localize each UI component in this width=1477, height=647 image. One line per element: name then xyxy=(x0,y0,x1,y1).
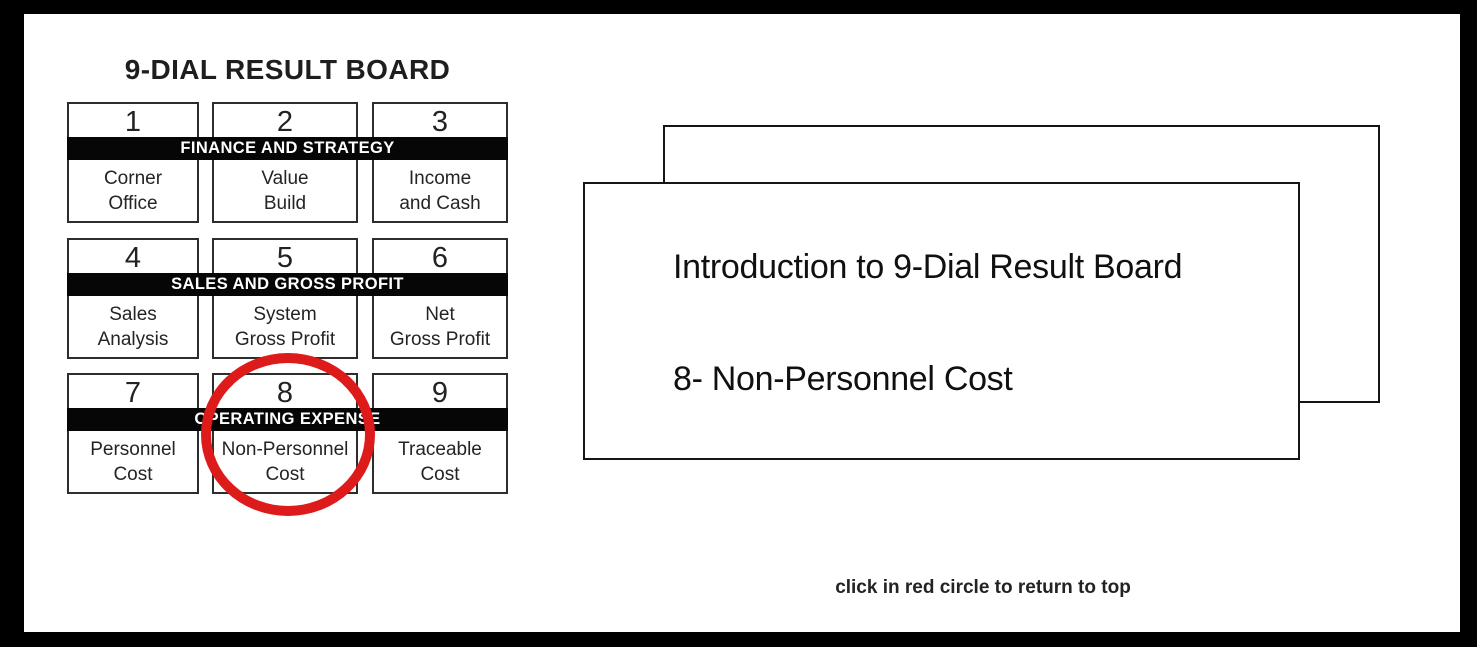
footer-instruction: click in red circle to return to top xyxy=(835,577,1131,598)
dial-cell-number: 1 xyxy=(124,106,142,138)
dial-cell-number: 9 xyxy=(431,377,449,409)
dial-cell-number: 7 xyxy=(124,377,142,409)
slide-card-front: Introduction to 9-Dial Result Board 8- N… xyxy=(583,182,1300,460)
dial-cell-label: Net Gross Profit xyxy=(389,303,491,350)
slide-subtitle: 8- Non-Personnel Cost xyxy=(673,360,1013,398)
dial-cell-4: 4 Sales Analysis xyxy=(67,238,199,359)
dial-cell-label: System Gross Profit xyxy=(234,303,336,350)
band-finance-and-strategy: FINANCE AND STRATEGY xyxy=(67,137,508,160)
dial-cell-label: Income and Cash xyxy=(399,167,481,214)
dial-cell-3: 3 Income and Cash xyxy=(372,102,508,223)
slide-title: Introduction to 9-Dial Result Board xyxy=(673,248,1183,286)
dial-cell-number: 5 xyxy=(276,242,294,274)
dial-cell-label: Corner Office xyxy=(103,167,163,214)
red-circle-highlight[interactable] xyxy=(201,353,375,516)
dial-cell-9: 9 Traceable Cost xyxy=(372,373,508,494)
dial-cell-label: Sales Analysis xyxy=(97,303,169,350)
dial-row-sales: 4 Sales Analysis 5 System Gross Profit 6… xyxy=(0,238,560,359)
dial-cell-number: 6 xyxy=(431,242,449,274)
dial-cell-7: 7 Personnel Cost xyxy=(67,373,199,494)
dial-cell-label: Value Build xyxy=(261,167,309,214)
dial-cell-label: Personnel Cost xyxy=(90,438,176,485)
dial-cell-label: Traceable Cost xyxy=(398,438,482,485)
frame-right-bar xyxy=(1460,0,1477,647)
dial-cell-5: 5 System Gross Profit xyxy=(212,238,358,359)
board-title: 9-DIAL RESULT BOARD xyxy=(124,54,451,85)
dial-cell-number: 3 xyxy=(431,106,449,138)
dial-cell-1: 1 Corner Office xyxy=(67,102,199,223)
dial-cell-number: 2 xyxy=(276,106,294,138)
dial-cell-2: 2 Value Build xyxy=(212,102,358,223)
band-sales-and-gross-profit: SALES AND GROSS PROFIT xyxy=(67,273,508,296)
frame-top-bar xyxy=(0,0,1477,14)
frame-bottom-bar xyxy=(0,632,1477,647)
dial-cell-6: 6 Net Gross Profit xyxy=(372,238,508,359)
frame-left-bar xyxy=(0,0,24,647)
dial-cell-number: 4 xyxy=(124,242,142,274)
dial-row-finance: 1 Corner Office 2 Value Build 3 Income a… xyxy=(0,102,560,223)
